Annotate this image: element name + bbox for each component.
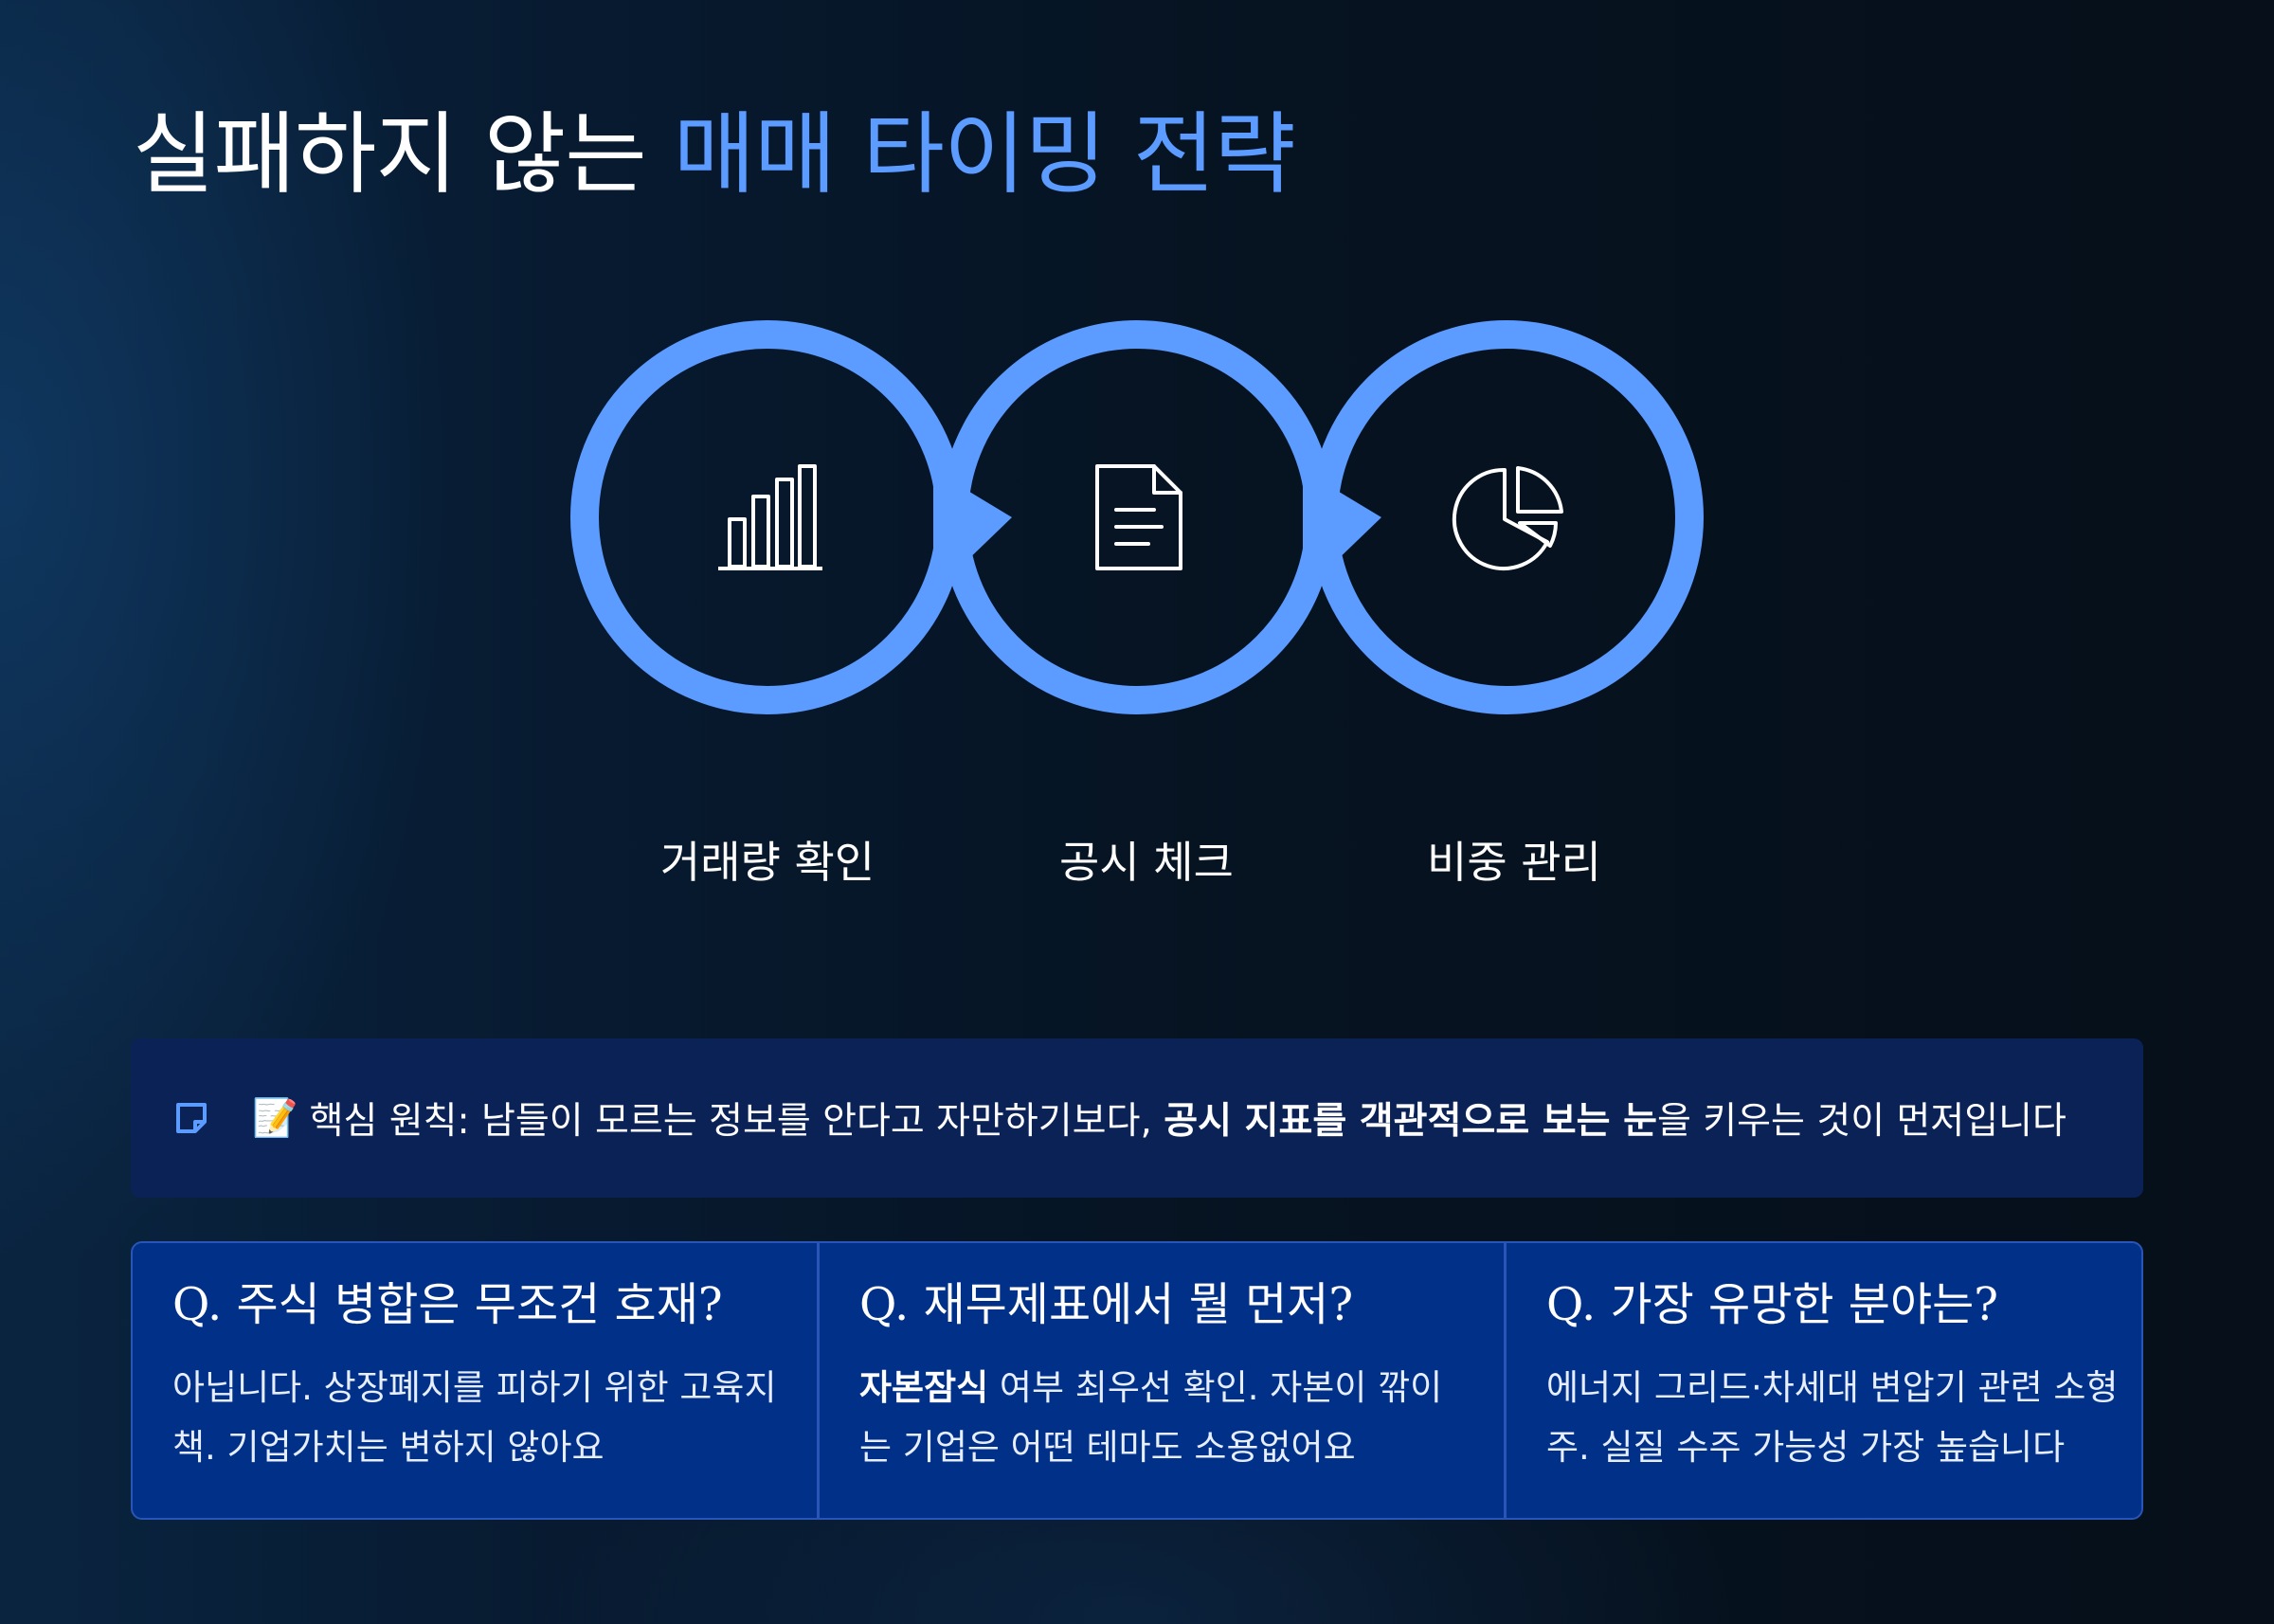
principle-banner: 📝 핵심 원칙: 남들이 모르는 정보를 안다고 자만하기보다, 공시 지표를 객… xyxy=(131,1038,2143,1198)
sticky-note-icon xyxy=(176,1103,207,1133)
faq-answer: 자본잠식 여부 최우선 확인. 자본이 깎이는 기업은 어떤 테마도 소용없어요 xyxy=(859,1359,1466,1478)
faq-answer-text: 여부 최우선 확인. 자본이 깎이는 기업은 어떤 테마도 소용없어요 xyxy=(859,1367,1443,1469)
process-rings xyxy=(570,320,1704,714)
faq-answer-text: 에너지 그리드·차세대 변압기 관련 소형주. 실질 수주 가능성 가장 높습니… xyxy=(1546,1367,2119,1469)
faq-card-financials: Q. 재무제표에서 뭘 먼저? 자본잠식 여부 최우선 확인. 자본이 깎이는 … xyxy=(817,1243,1504,1518)
faq-question: Q. 가장 유망한 분야는? xyxy=(1546,1278,1999,1331)
faq-question: Q. 주식 병합은 무조건 호재? xyxy=(172,1278,723,1331)
faq-answer-bold: 자본잠식 xyxy=(859,1367,989,1409)
bar-chart-icon xyxy=(718,464,822,570)
faq-answer: 아닙니다. 상장폐지를 피하기 위한 고육지책. 기업가치는 변하지 않아요 xyxy=(172,1359,779,1478)
document-icon xyxy=(1095,464,1182,570)
principle-prefix: 핵심 원칙: 남들이 모르는 정보를 안다고 자만하기보다, xyxy=(309,1100,1152,1143)
memo-emoji: 📝 xyxy=(252,1097,298,1140)
principle-suffix: 을 키우는 것이 먼저입니다 xyxy=(1657,1100,2066,1143)
step-label-disclosure: 공시 체크 xyxy=(1059,837,1234,888)
faq-card-merger: Q. 주식 병합은 무조건 호재? 아닙니다. 상장폐지를 피하기 위한 고육지… xyxy=(133,1243,817,1518)
step-label-volume: 거래량 확인 xyxy=(659,837,875,888)
principle-bold: 공시 지표를 객관적으로 보는 눈 xyxy=(1164,1100,1658,1143)
faq-answer: 에너지 그리드·차세대 변압기 관련 소형주. 실질 수주 가능성 가장 높습니… xyxy=(1546,1359,2141,1478)
title-accent: 매매 타이밍 전략 xyxy=(673,103,1296,207)
ring-weight xyxy=(1309,320,1704,714)
faq-panel: Q. 주식 병합은 무조건 호재? 아닙니다. 상장폐지를 피하기 위한 고육지… xyxy=(131,1241,2143,1520)
principle-text: 📝 핵심 원칙: 남들이 모르는 정보를 안다고 자만하기보다, 공시 지표를 객… xyxy=(252,1038,2066,1198)
step-label-weight: 비중 관리 xyxy=(1427,837,1601,888)
faq-card-sector: Q. 가장 유망한 분야는? 에너지 그리드·차세대 변압기 관련 소형주. 실… xyxy=(1504,1243,2141,1518)
faq-answer-text: 아닙니다. 상장폐지를 피하기 위한 고육지책. 기업가치는 변하지 않아요 xyxy=(172,1367,777,1469)
page-title: 실패하지 않는 매매 타이밍 전략 xyxy=(133,102,1296,209)
pie-chart-icon xyxy=(1452,466,1563,570)
faq-question: Q. 재무제표에서 뭘 먼저? xyxy=(859,1278,1354,1331)
title-main: 실패하지 않는 xyxy=(133,103,647,207)
